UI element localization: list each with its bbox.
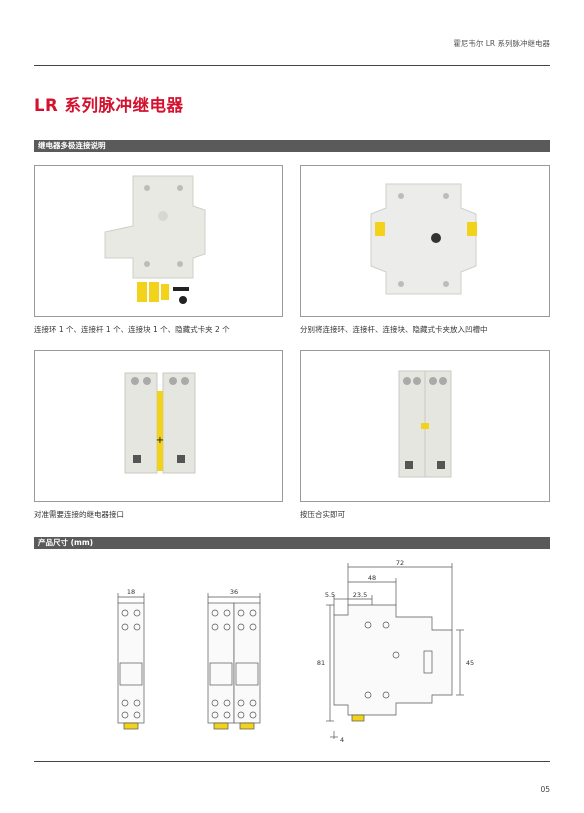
header-rule xyxy=(34,65,550,66)
dim-upper-depth: 48 xyxy=(368,574,376,582)
single-module-front-view xyxy=(117,593,145,730)
caption-align-relays: 对准需要连接的继电器接口 xyxy=(34,510,124,519)
dim-front-width: 23.5 xyxy=(353,591,367,599)
section-bar-connection: 继电器多极连接说明 xyxy=(34,140,550,152)
dim-overall-depth: 72 xyxy=(396,559,404,567)
dim-height: 81 xyxy=(317,659,325,667)
photo-connection-parts xyxy=(34,165,283,317)
caption-pressed-together: 按压合实即可 xyxy=(300,510,345,519)
side-view-drawing xyxy=(326,563,464,739)
photo-pressed-together xyxy=(300,350,550,502)
section-bar-dimensions: 产品尺寸 (mm) xyxy=(34,537,550,549)
photo-parts-inserted xyxy=(300,165,550,317)
page-title: LR 系列脉冲继电器 xyxy=(34,96,184,115)
svg-text:+: + xyxy=(156,435,164,446)
caption-parts-inserted: 分别将连接环、连接杆、连接块、隐藏式卡夹放入凹槽中 xyxy=(300,325,488,334)
dim-front-offset: 5.5 xyxy=(325,591,335,599)
photo-align-relays: + xyxy=(34,350,283,502)
dim-double-width: 36 xyxy=(230,588,238,596)
running-header: 霍尼韦尔 LR 系列脉冲继电器 xyxy=(453,39,550,48)
footer-rule xyxy=(34,761,550,762)
caption-connection-parts: 连接环 1 个、连接杆 1 个、连接块 1 个、隐藏式卡夹 2 个 xyxy=(34,325,230,334)
dim-single-width: 18 xyxy=(127,588,135,596)
dim-body-height: 45 xyxy=(466,659,474,667)
page-number: 05 xyxy=(540,785,550,794)
dim-clip: 4 xyxy=(340,736,344,744)
double-module-front-view xyxy=(207,593,261,730)
dimension-drawings: 18 36 72 48 5.5 23.5 81 45 4 xyxy=(117,559,474,744)
